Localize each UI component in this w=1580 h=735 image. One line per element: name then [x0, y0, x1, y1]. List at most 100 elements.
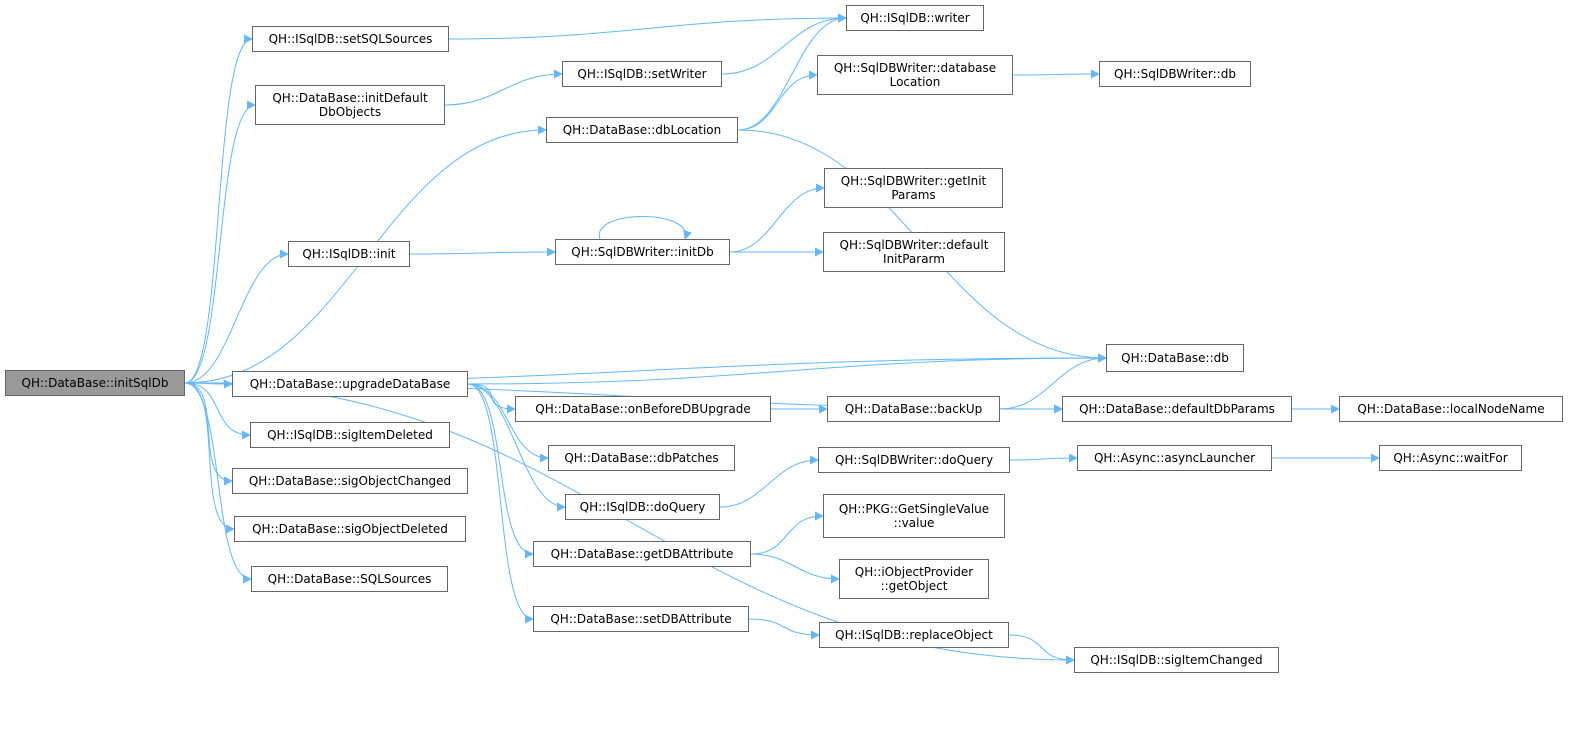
- node-label: QH::ISqlDB::doQuery: [579, 500, 706, 514]
- edge-isqlInit-to-initDb: [409, 247, 556, 257]
- node-label: QH::DataBase::dbPatches: [564, 451, 719, 465]
- edge-initSqlDb-to-setSQLSources: [184, 34, 253, 384]
- node-setDBAttribute[interactable]: QH::DataBase::setDBAttribute: [533, 606, 749, 632]
- node-waitFor[interactable]: QH::Async::waitFor: [1379, 445, 1522, 471]
- node-sigObjectDeleted[interactable]: QH::DataBase::sigObjectDeleted: [234, 516, 466, 542]
- node-sigItemDeleted[interactable]: QH::ISqlDB::sigItemDeleted: [250, 422, 450, 448]
- node-label: ::getObject: [880, 579, 948, 593]
- node-backUp[interactable]: QH::DataBase::backUp: [827, 396, 1000, 422]
- node-label: QH::ISqlDB::setSQLSources: [268, 32, 433, 46]
- edge-initSqlDb-to-sigObjectDeleted: [184, 382, 235, 534]
- edge-upgradeDataBase-to-dbPatches: [467, 383, 549, 463]
- node-setWriter[interactable]: QH::ISqlDB::setWriter: [562, 61, 722, 87]
- node-label: DbObjects: [318, 105, 382, 119]
- edge-dbLocation-to-databaseLocation: [737, 70, 818, 131]
- node-getDBAttribute[interactable]: QH::DataBase::getDBAttribute: [533, 541, 751, 567]
- node-onBeforeDBUpgrade[interactable]: QH::DataBase::onBeforeDBUpgrade: [515, 396, 771, 422]
- node-sigObjectChanged[interactable]: QH::DataBase::sigObjectChanged: [232, 468, 468, 494]
- node-label: QH::DataBase::upgradeDataBase: [249, 377, 451, 391]
- node-label: QH::iObjectProvider: [854, 565, 974, 579]
- node-defaultDbParams[interactable]: QH::DataBase::defaultDbParams: [1062, 396, 1292, 422]
- node-getObject[interactable]: QH::iObjectProvider::getObject: [839, 559, 989, 599]
- edge-initDb-to-initDb: [599, 216, 692, 240]
- node-label: InitPararm: [883, 252, 945, 266]
- node-getSingleValue[interactable]: QH::PKG::GetSingleValue::value: [823, 494, 1005, 538]
- node-label: QH::DataBase::setDBAttribute: [550, 612, 732, 626]
- node-label: QH::SqlDBWriter::initDb: [571, 245, 714, 259]
- node-label: QH::DataBase::sigObjectChanged: [248, 474, 452, 488]
- edge-backUp-to-dataBaseDb: [999, 353, 1107, 410]
- node-setSQLSources[interactable]: QH::ISqlDB::setSQLSources: [252, 26, 449, 52]
- node-label: QH::PKG::GetSingleValue: [838, 502, 990, 516]
- node-label: QH::Async::asyncLauncher: [1093, 451, 1256, 465]
- node-label: QH::DataBase::onBeforeDBUpgrade: [535, 402, 751, 416]
- node-asyncLauncher[interactable]: QH::Async::asyncLauncher: [1077, 445, 1272, 471]
- edge-setSQLSources-to-writer: [448, 13, 847, 40]
- edge-setDBAttribute-to-replaceObject: [748, 618, 820, 640]
- edge-initSqlDb-to-sigObjectChanged: [184, 382, 233, 486]
- edge-databaseLocation-to-writerDb: [1012, 69, 1100, 79]
- node-sigItemChanged[interactable]: QH::ISqlDB::sigItemChanged: [1074, 647, 1279, 673]
- node-label: QH::SqlDBWriter::getInit: [840, 174, 987, 188]
- edge-initDb-to-getInitParams: [729, 183, 825, 253]
- edge-dbLocation-to-writer: [737, 13, 847, 131]
- edge-getDBAttribute-to-getSingleValue: [750, 511, 824, 555]
- node-label: QH::DataBase::initDefault: [272, 91, 428, 105]
- node-label: QH::DataBase::dbLocation: [562, 123, 722, 137]
- node-localNodeName[interactable]: QH::DataBase::localNodeName: [1339, 396, 1563, 422]
- node-label: Params: [891, 188, 936, 202]
- node-label: QH::DataBase::backUp: [844, 402, 983, 416]
- node-label: QH::ISqlDB::setWriter: [577, 67, 707, 81]
- node-dataBaseDb[interactable]: QH::DataBase::db: [1106, 344, 1244, 372]
- node-label: QH::DataBase::localNodeName: [1357, 402, 1545, 416]
- node-label: QH::ISqlDB::sigItemChanged: [1090, 653, 1263, 667]
- edge-replaceObject-to-sigItemChanged: [1008, 634, 1075, 665]
- node-initSqlDb: QH::DataBase::initSqlDb: [5, 370, 185, 396]
- node-dbPatches[interactable]: QH::DataBase::dbPatches: [548, 445, 735, 471]
- edge-initSqlDb-to-sigItemDeleted: [184, 382, 251, 440]
- edge-isqlDoQuery-to-writerDoQuery: [719, 455, 819, 508]
- node-label: ::value: [893, 516, 935, 530]
- node-label: QH::DataBase::db: [1121, 351, 1229, 365]
- node-dbLocation[interactable]: QH::DataBase::dbLocation: [546, 117, 738, 143]
- node-label: Location: [889, 75, 941, 89]
- node-label: QH::SqlDBWriter::doQuery: [834, 453, 994, 467]
- node-isqlInit[interactable]: QH::ISqlDB::init: [288, 241, 410, 267]
- edge-upgradeDataBase-to-getDBAttribute: [467, 383, 534, 559]
- node-label: QH::ISqlDB::writer: [860, 11, 970, 25]
- node-isqlDoQuery[interactable]: QH::ISqlDB::doQuery: [565, 494, 720, 520]
- edge-upgradeDataBase-to-dataBaseDb: [467, 353, 1107, 385]
- node-label: QH::DataBase::getDBAttribute: [550, 547, 734, 561]
- node-label: QH::SqlDBWriter::default: [839, 238, 989, 252]
- edge-writerDoQuery-to-asyncLauncher: [1009, 453, 1078, 463]
- node-replaceObject[interactable]: QH::ISqlDB::replaceObject: [819, 622, 1009, 648]
- node-writer[interactable]: QH::ISqlDB::writer: [846, 5, 984, 31]
- node-label: QH::ISqlDB::replaceObject: [835, 628, 993, 642]
- edge-initSqlDb-to-sqlSources: [184, 382, 252, 584]
- edge-initDefaultDbObjects-to-setWriter: [444, 69, 563, 106]
- node-initDb[interactable]: QH::SqlDBWriter::initDb: [555, 239, 730, 265]
- edge-initSqlDb-to-isqlInit: [184, 249, 289, 384]
- node-label: QH::DataBase::initSqlDb: [21, 376, 169, 390]
- edge-setWriter-to-writer: [721, 13, 847, 75]
- node-writerDoQuery[interactable]: QH::SqlDBWriter::doQuery: [818, 447, 1010, 473]
- node-upgradeDataBase[interactable]: QH::DataBase::upgradeDataBase: [232, 371, 468, 397]
- node-label: QH::SqlDBWriter::db: [1114, 67, 1236, 81]
- node-label: QH::ISqlDB::init: [302, 247, 396, 261]
- edge-initSqlDb-to-initDefaultDbObjects: [184, 100, 256, 384]
- node-writerDb[interactable]: QH::SqlDBWriter::db: [1099, 61, 1251, 87]
- edge-upgradeDataBase-to-setDBAttribute: [467, 383, 534, 624]
- node-label: QH::DataBase::defaultDbParams: [1079, 402, 1275, 416]
- node-label: QH::DataBase::SQLSources: [267, 572, 432, 586]
- node-label: QH::DataBase::sigObjectDeleted: [252, 522, 448, 536]
- edge-getDBAttribute-to-getObject: [750, 553, 840, 584]
- node-label: QH::SqlDBWriter::database: [833, 61, 997, 75]
- node-sqlSources[interactable]: QH::DataBase::SQLSources: [251, 566, 448, 592]
- node-label: QH::Async::waitFor: [1393, 451, 1508, 465]
